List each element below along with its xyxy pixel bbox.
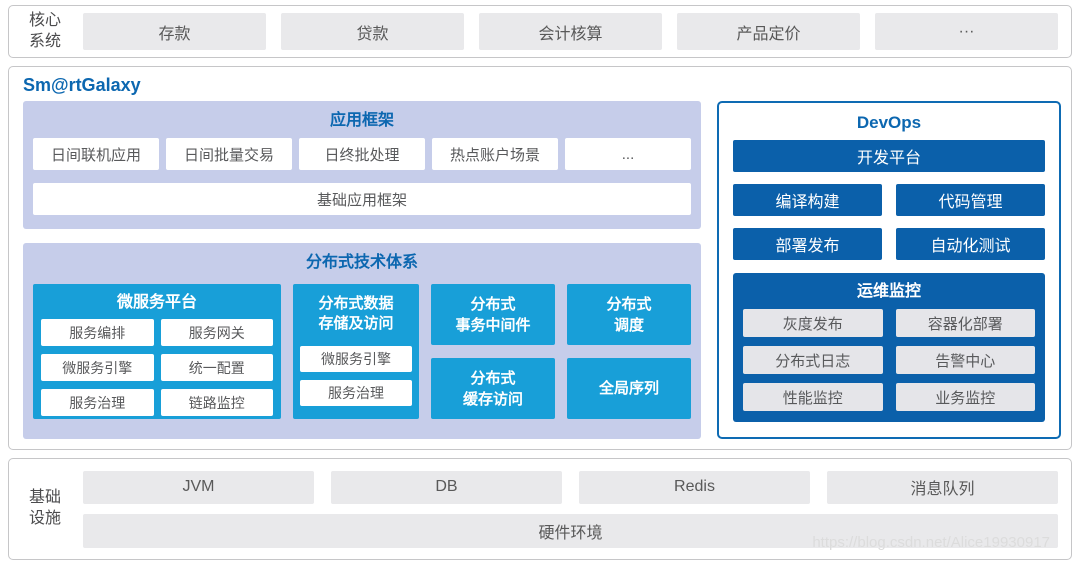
core-module-accounting: 会计核算 — [479, 13, 662, 50]
app-framework-title: 应用框架 — [329, 112, 394, 129]
ops-monitoring-grid: 灰度发布 容器化部署 分布式日志 告警中心 性能监控 业务监控 — [743, 309, 1035, 411]
core-system-bar: 核心 系统 存款 贷款 会计核算 产品定价 ··· — [8, 5, 1072, 58]
infra-redis: Redis — [579, 470, 810, 504]
svc-orchestration: 服务编排 — [41, 319, 154, 346]
business-monitoring: 业务监控 — [895, 383, 1035, 411]
distributed-tech-title: 分布式技术体系 — [305, 254, 418, 271]
devops-row-1: 编译构建 代码管理 — [733, 184, 1045, 216]
cache-line1: 分布式 — [470, 369, 516, 387]
infra-jvm: JVM — [83, 470, 314, 504]
gray-release: 灰度发布 — [743, 309, 883, 337]
svc-governance: 服务治理 — [41, 389, 154, 416]
ops-monitoring-title: 运维监控 — [856, 283, 921, 300]
data-storage-title-line2: 存储及访问 — [318, 315, 394, 333]
distributed-tech-section: 分布式技术体系 微服务平台 服务编排 服务网关 微服务引擎 统一配置 服务治理 … — [23, 243, 701, 439]
svc-gateway: 服务网关 — [160, 319, 273, 346]
app-ellipsis: ... — [565, 138, 691, 170]
infrastructure-content: JVM DB Redis 消息队列 硬件环境 — [83, 470, 1058, 548]
app-hot-account: 热点账户场景 — [432, 138, 558, 170]
app-daytime-online: 日间联机应用 — [33, 138, 159, 170]
core-system-label: 核心 系统 — [22, 11, 68, 53]
container-deploy: 容器化部署 — [895, 309, 1035, 337]
infra-db: DB — [331, 470, 562, 504]
data-storage-block: 分布式数据 存储及访问 微服务引擎 服务治理 — [293, 284, 419, 419]
dev-platform: 开发平台 — [733, 140, 1045, 172]
core-module-pricing: 产品定价 — [677, 13, 860, 50]
deploy-release: 部署发布 — [733, 228, 882, 260]
distributed-scheduling: 分布式 调度 — [567, 284, 691, 345]
infrastructure-label-line2: 设施 — [28, 510, 61, 527]
watermark-url: https://blog.csdn.net/Alice19930917 — [812, 534, 1050, 551]
storage-svc-governance: 服务治理 — [300, 379, 412, 406]
sched-line1: 分布式 — [606, 295, 652, 313]
app-framework-section: 应用框架 日间联机应用 日间批量交易 日终批处理 热点账户场景 ... 基础应用… — [23, 101, 701, 229]
core-module-deposit: 存款 — [83, 13, 266, 50]
dtx-line1: 分布式 — [470, 295, 516, 313]
dtx-line2: 事务中间件 — [455, 316, 531, 334]
svc-trace-monitor: 链路监控 — [160, 389, 273, 416]
distributed-tech-content: 微服务平台 服务编排 服务网关 微服务引擎 统一配置 服务治理 链路监控 分布式… — [33, 284, 691, 419]
distributed-transaction-mw: 分布式 事务中间件 — [431, 284, 555, 345]
smartgalaxy-panel: Sm@rtGalaxy 应用框架 日间联机应用 日间批量交易 日终批处理 热点账… — [8, 66, 1072, 450]
sched-line2: 调度 — [613, 316, 644, 334]
infra-message-queue: 消息队列 — [827, 470, 1058, 504]
microservice-grid: 服务编排 服务网关 微服务引擎 统一配置 服务治理 链路监控 — [41, 319, 273, 416]
distributed-logging: 分布式日志 — [743, 346, 883, 374]
storage-svc-engine: 微服务引擎 — [300, 345, 412, 372]
distributed-cache-access: 分布式 缓存访问 — [431, 358, 555, 419]
svc-unified-config: 统一配置 — [160, 354, 273, 381]
infrastructure-label: 基础 设施 — [22, 488, 68, 530]
distributed-column-1: 分布式 事务中间件 分布式 缓存访问 — [431, 284, 555, 419]
distributed-column-2: 分布式 调度 全局序列 — [567, 284, 691, 419]
base-app-framework: 基础应用框架 — [33, 183, 691, 215]
build-compile: 编译构建 — [733, 184, 882, 216]
ops-monitoring-block: 运维监控 灰度发布 容器化部署 分布式日志 告警中心 性能监控 业务监控 — [733, 273, 1045, 422]
data-storage-title-line1: 分布式数据 — [318, 295, 394, 312]
gseq-line1: 全局序列 — [598, 380, 659, 397]
infrastructure-row: JVM DB Redis 消息队列 — [83, 470, 1058, 504]
core-system-label-line2: 系统 — [28, 32, 61, 50]
core-module-loan: 贷款 — [281, 13, 464, 50]
performance-monitoring: 性能监控 — [743, 383, 883, 411]
global-sequence: 全局序列 — [567, 358, 691, 419]
svc-engine: 微服务引擎 — [41, 354, 154, 381]
code-management: 代码管理 — [896, 184, 1045, 216]
platform-title: Sm@rtGalaxy — [23, 75, 141, 95]
core-system-label-line1: 核心 — [28, 11, 61, 29]
app-eod-batch: 日终批处理 — [299, 138, 425, 170]
cache-line2: 缓存访问 — [462, 390, 523, 408]
app-framework-row: 日间联机应用 日间批量交易 日终批处理 热点账户场景 ... — [33, 138, 691, 170]
infrastructure-bar: 基础 设施 JVM DB Redis 消息队列 硬件环境 — [8, 458, 1072, 560]
data-storage-title: 分布式数据 存储及访问 — [300, 294, 412, 335]
devops-panel: DevOps 开发平台 编译构建 代码管理 部署发布 自动化测试 运维监控 灰度… — [717, 101, 1061, 439]
microservice-platform-title: 微服务平台 — [116, 294, 197, 311]
infrastructure-label-line1: 基础 — [28, 489, 61, 507]
automated-testing: 自动化测试 — [896, 228, 1045, 260]
hardware-environment: 硬件环境 — [83, 513, 1058, 548]
microservice-platform: 微服务平台 服务编排 服务网关 微服务引擎 统一配置 服务治理 链路监控 — [33, 284, 281, 419]
app-daytime-batch: 日间批量交易 — [166, 138, 292, 170]
core-module-ellipsis: ··· — [875, 13, 1058, 50]
platform-left-column: 应用框架 日间联机应用 日间批量交易 日终批处理 热点账户场景 ... 基础应用… — [23, 101, 701, 439]
devops-row-2: 部署发布 自动化测试 — [733, 228, 1045, 260]
alert-center: 告警中心 — [895, 346, 1035, 374]
devops-title: DevOps — [856, 113, 922, 132]
